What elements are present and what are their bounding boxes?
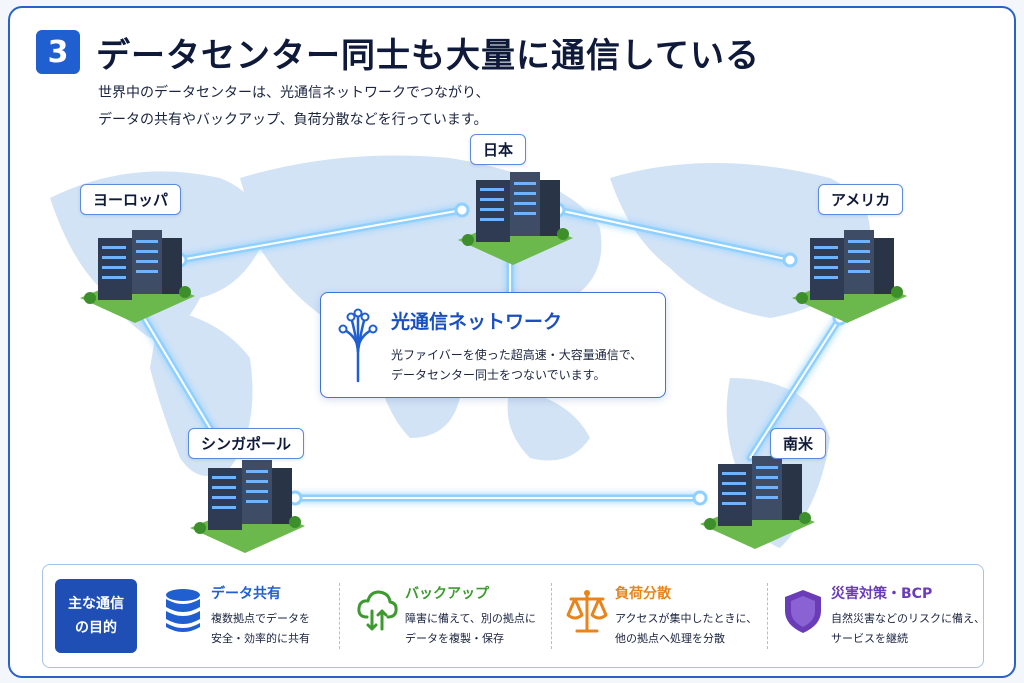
subtitle-line-1: 世界中のデータセンターは、光通信ネットワークでつながり、: [98, 85, 490, 101]
purpose-description: 障害に備えて、別の拠点に データを複製・保存: [405, 609, 536, 649]
region-label-south-america: 南米: [770, 428, 827, 459]
network-desc-line-2: データセンター同士をつないでいます。: [391, 368, 606, 382]
purpose-load-balancing: 負荷分散 アクセスが集中したときに、 他の拠点へ処理を分散: [565, 579, 775, 655]
network-title: 光通信ネットワーク: [391, 311, 563, 333]
purpose-desc-line-1: 複数拠点でデータを: [211, 612, 310, 625]
purpose-desc-line-1: アクセスが集中したときに、: [615, 612, 758, 625]
purpose-desc-line-2: 他の拠点へ処理を分散: [615, 632, 725, 645]
region-label-japan: 日本: [470, 134, 527, 165]
divider: [339, 583, 340, 649]
purpose-title: 災害対策・BCP: [831, 586, 933, 602]
balance-scale-icon: [566, 590, 608, 633]
subtitle: 世界中のデータセンターは、光通信ネットワークでつながり、 データの共有やバックア…: [98, 80, 489, 134]
divider: [551, 583, 552, 649]
subtitle-line-2: データの共有やバックアップ、負荷分散などを行っています。: [98, 112, 488, 128]
purpose-description: 複数拠点でデータを 安全・効率的に共有: [211, 609, 310, 649]
purpose-desc-line-1: 自然災害などのリスクに備え、: [831, 612, 985, 625]
fiber-optic-icon: [338, 308, 378, 383]
purpose-description: 自然災害などのリスクに備え、 サービスを継続: [831, 609, 985, 649]
network-description: 光ファイバーを使った超高速・大容量通信で、 データセンター同士をつないでいます。: [391, 345, 642, 385]
purpose-disaster-recovery: 災害対策・BCP 自然災害などのリスクに備え、 サービスを継続: [781, 579, 985, 655]
region-label-singapore: シンガポール: [188, 428, 305, 459]
step-number-badge: 3: [36, 30, 80, 74]
purpose-desc-line-2: サービスを継続: [831, 632, 908, 645]
network-callout: 光通信ネットワーク 光ファイバーを使った超高速・大容量通信で、 データセンター同…: [320, 292, 666, 398]
region-label-europe: ヨーロッパ: [80, 184, 182, 215]
shield-icon: [785, 590, 821, 633]
purpose-desc-line-2: データを複製・保存: [405, 632, 504, 645]
network-desc-line-1: 光ファイバーを使った超高速・大容量通信で、: [391, 348, 643, 362]
purpose-desc-line-2: 安全・効率的に共有: [211, 632, 310, 645]
purpose-tag: 主な通信 の目的: [55, 579, 137, 653]
purpose-title: 負荷分散: [615, 586, 671, 602]
page-title: データセンター同士も大量に通信している: [96, 36, 760, 76]
cloud-sync-icon: [357, 590, 398, 631]
region-label-america: アメリカ: [818, 184, 904, 215]
datacenter-america-icon: [792, 230, 907, 323]
datacenter-europe-icon: [80, 230, 195, 323]
purpose-description: アクセスが集中したときに、 他の拠点へ処理を分散: [615, 609, 757, 649]
world-map: [10, 138, 1014, 558]
divider: [767, 583, 768, 649]
world-map-graphic: [50, 155, 870, 548]
purpose-desc-line-1: 障害に備えて、別の拠点に: [405, 612, 536, 625]
datacenter-singapore-icon: [190, 460, 305, 553]
purpose-tag-line-1: 主な通信: [68, 596, 124, 612]
infographic-card: 3 データセンター同士も大量に通信している 世界中のデータセンターは、光通信ネッ…: [8, 6, 1016, 678]
purpose-title: バックアップ: [405, 586, 489, 602]
purpose-tag-line-2: の目的: [75, 620, 117, 636]
database-icon: [166, 589, 200, 632]
purpose-title: データ共有: [211, 586, 281, 602]
datacenter-japan-icon: [458, 172, 573, 265]
datacenter-southamerica-icon: [700, 456, 815, 549]
purpose-backup: バックアップ 障害に備えて、別の拠点に データを複製・保存: [355, 579, 555, 655]
purpose-data-sharing: データ共有 複数拠点でデータを 安全・効率的に共有: [161, 579, 341, 655]
purposes-panel: 主な通信 の目的 データ共有 複数拠点でデータを 安全・効率的に共有: [42, 564, 985, 668]
